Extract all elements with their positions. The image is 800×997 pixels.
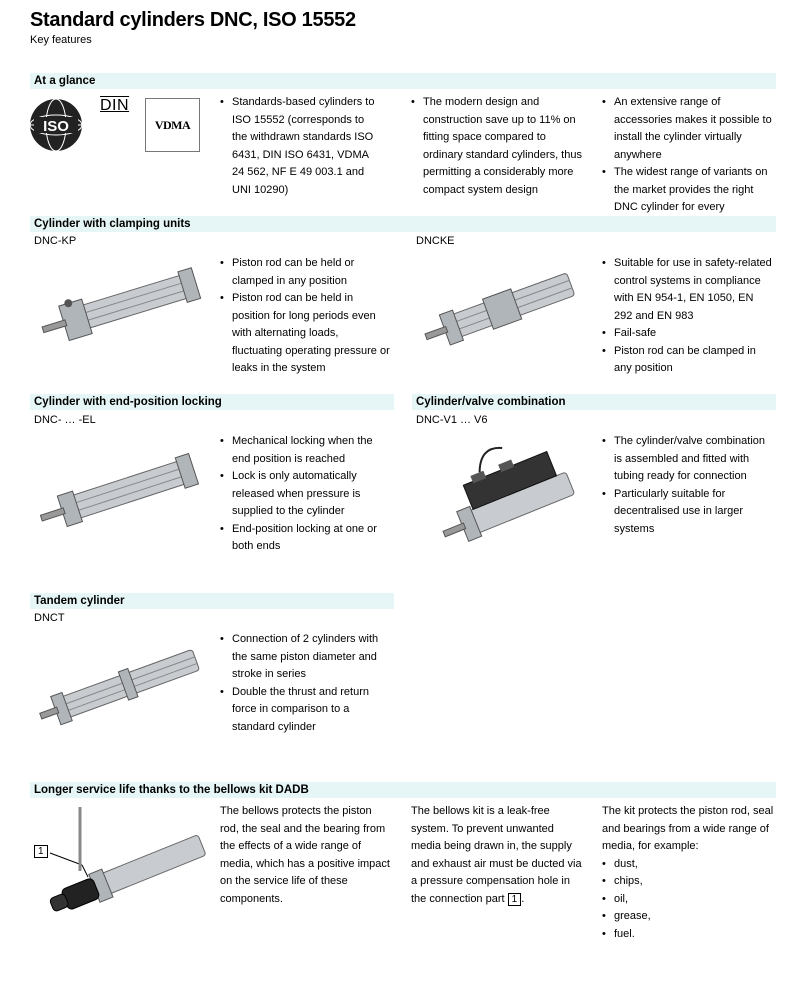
list-item: Piston rod can be held or clamped in any… [220,255,390,290]
vdma-logo-text: VDMA [154,117,191,132]
list-item: Piston rod can be clamped in any positio… [602,343,774,378]
section-band-bellows: Longer service life thanks to the bellow… [30,782,776,798]
model-label-dnc-v: DNC-V1 … V6 [416,414,488,426]
model-label-dnc-el: DNC- … -EL [34,414,96,426]
valve-bullets: The cylinder/valve combination is assemb… [602,433,774,538]
iso-logo-text: ISO [43,118,69,135]
bellows-col2-text: The bellows kit is a leak-free system. T… [411,805,582,905]
list-item: Standards-based cylinders to ISO 15552 (… [220,94,382,199]
bellows-col3: The kit protects the piston rod, seal an… [602,803,774,943]
cylinder-dncke-image [424,273,575,346]
section-band-glance: At a glance [30,73,776,89]
list-item: grease, [602,908,774,926]
list-item: Lock is only automatically released when… [220,468,392,521]
cylinder-clamping-image [41,267,202,342]
din-logo: DIN [100,97,130,114]
tandem-bullets: Connection of 2 cylinders with the same … [220,631,392,736]
page-subtitle: Key features [30,34,92,46]
callout-1: 1 [34,845,48,858]
list-item: Particularly suitable for decentralised … [602,486,774,539]
bellows-col2-end: . [521,892,525,905]
bellows-cylinder-image [49,807,206,912]
iso-logo: ISO [29,98,83,152]
locking-bullets: Mechanical locking when the end position… [220,433,392,556]
clamping-left-bullets: Piston rod can be held or clamped in any… [220,255,390,378]
bellows-col3-intro: The kit protects the piston rod, seal an… [602,805,774,852]
list-item: An extensive range of accessories makes … [602,94,774,164]
callout-ref-1: 1 [507,892,522,906]
list-item: Mechanical locking when the end position… [220,433,392,468]
list-item: oil, [602,891,774,909]
list-item: Piston rod can be held in position for l… [220,290,390,378]
cylinder-valve-image [442,447,575,543]
section-band-valve: Cylinder/valve combination [412,394,776,410]
clamping-right-bullets: Suitable for use in safety-related contr… [602,255,774,378]
section-band-clamping: Cylinder with clamping units [30,216,776,232]
list-item: fuel. [602,926,774,944]
list-item: Suitable for use in safety-related contr… [602,255,774,325]
cylinder-locking-image [39,452,200,528]
vdma-logo: VDMA [145,98,200,152]
list-item: The modern design and construction save … [411,94,586,199]
bellows-col1: The bellows protects the piston rod, the… [220,805,390,905]
glance-col3: An extensive range of accessories makes … [602,94,774,234]
list-item: Connection of 2 cylinders with the same … [220,631,392,684]
page-title: Standard cylinders DNC, ISO 15552 [30,9,356,31]
list-item: The cylinder/valve combination is assemb… [602,433,774,486]
model-label-dncke: DNCKE [416,235,455,247]
bellows-col2: The bellows kit is a leak-free system. T… [411,803,583,908]
list-item: Double the thrust and return force in co… [220,684,392,737]
list-item: End-position locking at one or both ends [220,521,392,556]
model-label-dnc-kp: DNC-KP [34,235,77,247]
section-band-tandem: Tandem cylinder [30,593,394,609]
cylinder-tandem-image [39,649,200,726]
list-item: chips, [602,873,774,891]
section-band-locking: Cylinder with end-position locking [30,394,394,410]
glance-col1: Standards-based cylinders to ISO 15552 (… [220,94,382,199]
list-item: Fail-safe [602,325,774,343]
glance-col2: The modern design and construction save … [411,94,586,199]
list-item: dust, [602,856,774,874]
model-label-dnct: DNCT [34,612,65,624]
